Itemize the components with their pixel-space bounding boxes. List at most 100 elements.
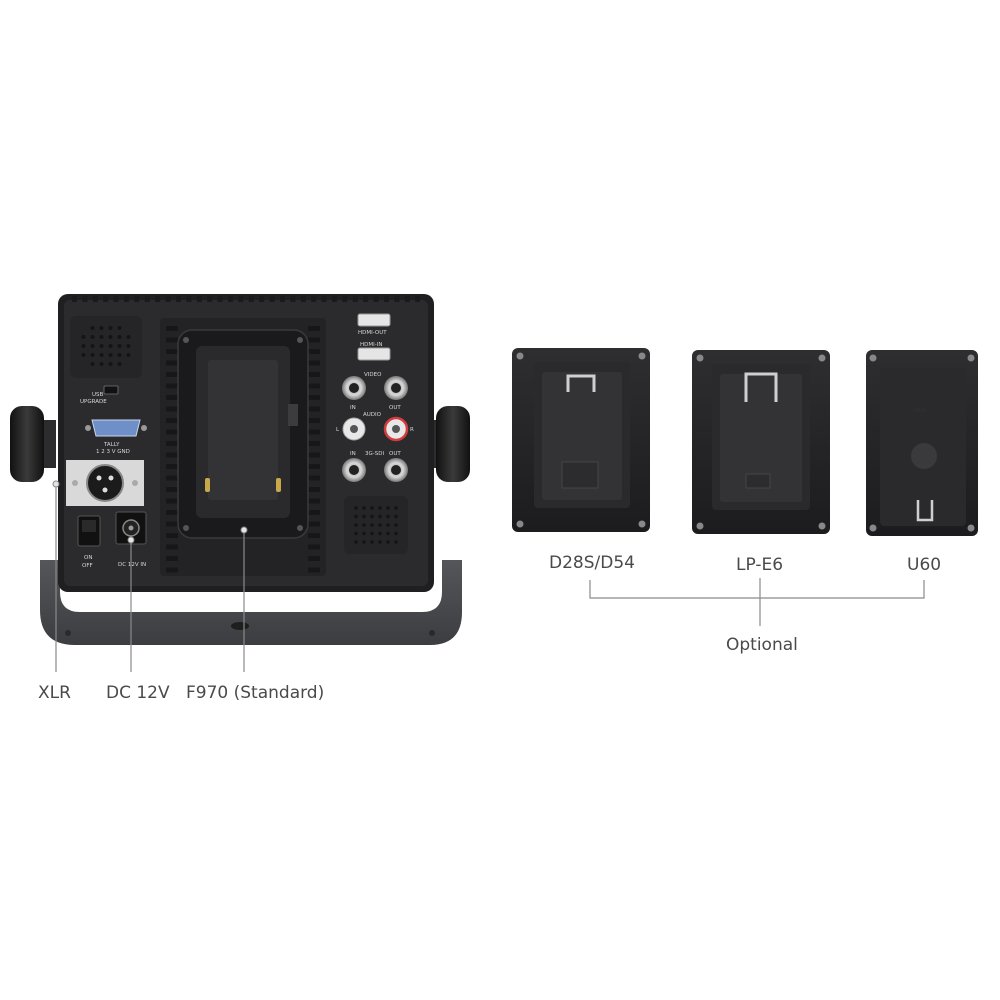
vent-rib [155,296,161,302]
audio-label: AUDIO [363,412,382,418]
cooling-fin [166,533,178,538]
cooling-fin [308,544,320,550]
grill-hole [362,531,366,536]
grill-hole [378,506,382,510]
vent-rib [259,296,265,302]
audio-l-label: L [336,427,340,433]
grill-hole [99,326,104,330]
hdmi-in-label: HDMI-IN [360,342,382,348]
vent-rib [415,296,421,302]
xlr-connector [66,460,144,506]
grill-hole [370,506,374,510]
cooling-fin [166,567,178,573]
grill-hole [378,523,382,527]
grill-hole [81,344,86,348]
vent-rib [165,296,171,302]
vent-rib [332,296,337,302]
cooling-fin [308,487,320,492]
vent-rib [228,296,233,302]
grill-hole [99,344,104,348]
grill-hole [394,531,398,536]
cooling-fin [166,337,178,343]
cooling-fin [308,533,320,538]
vent-rib [82,296,88,302]
cooling-fin [166,406,178,412]
vent-rib [373,296,379,302]
d28s-battery-plate [512,348,650,532]
sdi-label: 3G-SDI [365,451,384,457]
grill-hole [108,344,113,348]
grill-hole [354,506,358,510]
vent-rib [196,296,202,302]
vent-rib [290,296,296,302]
grill-hole [354,523,358,527]
grill-hole [126,344,131,348]
audio-r-label: R [410,427,414,433]
usb-label: USB [92,392,104,398]
grill-hole [108,335,113,339]
sdi-in-label: IN [350,451,356,457]
grill-hole [370,540,374,544]
u60-battery-plate: U60 [866,350,978,536]
cooling-fin [308,418,320,423]
grill-hole [99,335,104,339]
vent-rib [248,296,254,302]
grill-hole [90,335,95,339]
speaker-grill [81,326,131,366]
cooling-fin [166,429,178,435]
cooling-fin [308,510,320,515]
lp-e6-battery-plate [692,350,830,534]
grill-hole [378,540,382,544]
grill-hole [394,523,398,527]
vent-rib [124,296,129,302]
dc-in-label: DC 12V IN [118,562,146,568]
cooling-fin [166,556,178,561]
cooling-fin [308,406,320,412]
grill-hole [90,344,95,348]
d28s-caption: D28S/D54 [549,553,635,573]
grill-hole [126,335,131,339]
vent-rib [352,296,358,302]
cooling-fin [166,452,178,458]
vent-rib [207,296,213,302]
vent-rib [186,296,192,302]
grill-hole [81,335,86,339]
cooling-fin [166,544,178,550]
cooling-fin [308,326,320,331]
power-switch [77,515,101,547]
cooling-fin [308,395,320,400]
tally-label: TALLY [103,442,120,448]
grill-hole [370,531,374,536]
cooling-fin [308,337,320,343]
grill-hole [90,362,95,366]
vent-rib [280,296,285,302]
grill-hole [108,362,113,366]
tally-pins-label: 1 2 3 V GND [96,449,130,455]
grill-hole [370,514,374,519]
lp-e6-caption: LP-E6 [736,555,783,575]
grill-hole [354,514,358,519]
vent-rib [384,296,389,302]
vent-rib [72,296,77,302]
vent-rib [300,296,306,302]
vent-rib [92,296,98,302]
right-knob [428,406,470,482]
cooling-fin [308,429,320,435]
cooling-fin [308,475,320,481]
cooling-fin [166,383,178,389]
grill-hole [354,531,358,536]
grill-hole [117,344,122,348]
cooling-fin [308,567,320,573]
cooling-fin [308,383,320,389]
vent-rib [342,296,348,302]
monitor-back-panel: USB UPGRADE TALLY 1 2 3 V GND ON OFF [58,294,434,592]
optional-caption: Optional [726,635,798,655]
cooling-fin [166,521,178,527]
grill-hole [108,353,113,357]
cooling-fin [166,326,178,331]
grill-hole [386,531,390,536]
vent-rib [394,296,400,302]
f970-caption: F970 (Standard) [186,683,324,703]
cooling-fin [308,521,320,527]
